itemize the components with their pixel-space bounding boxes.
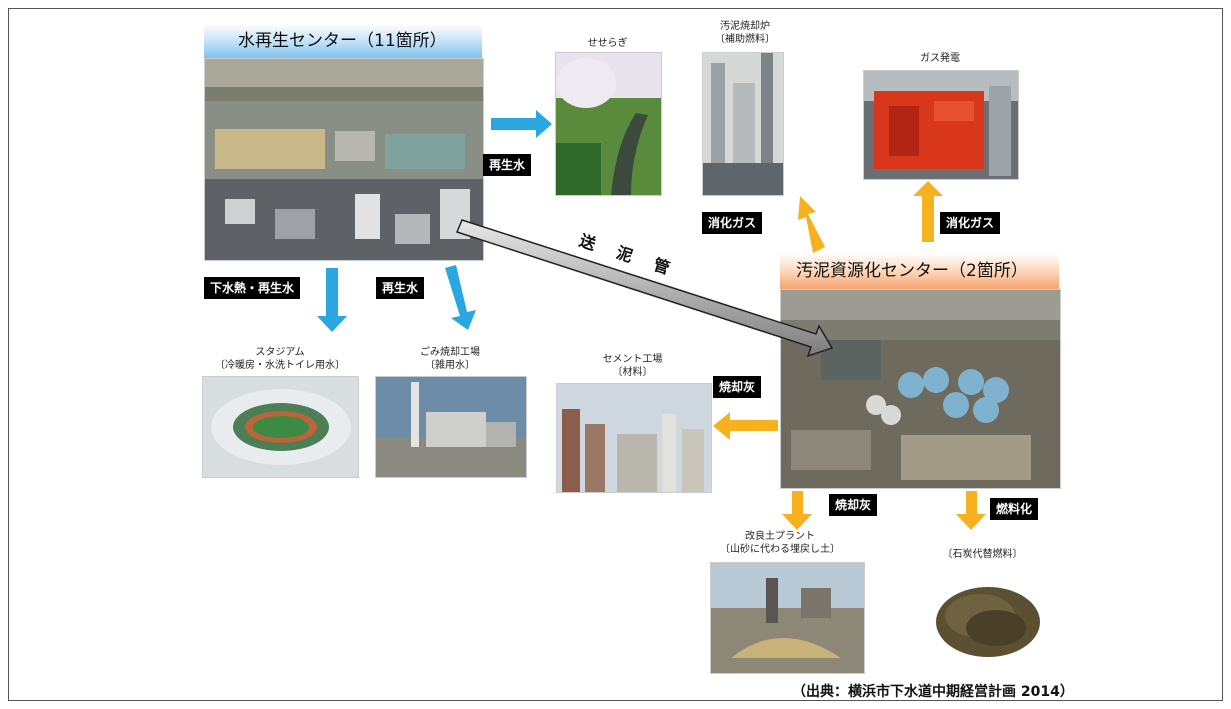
arrow-to-cement — [713, 412, 778, 440]
arrow-to-gas-power — [913, 181, 943, 242]
stream-photo — [555, 52, 662, 196]
sludge-center-title: 汚泥資源化センター（2箇所） — [780, 253, 1059, 289]
waste-plant-photo — [375, 376, 527, 478]
arrow-to-waste-plant — [445, 265, 476, 330]
stadium-caption-1: スタジアム — [255, 347, 305, 358]
soil-plant-caption-2: 〔山砂に代わる埋戻し土〕 — [720, 544, 840, 555]
arrow-to-soil-plant — [782, 491, 812, 530]
arrow-to-stadium — [317, 268, 347, 332]
water-center-title: 水再生センター（11箇所） — [204, 24, 482, 58]
incinerator-photo — [702, 52, 784, 196]
waste-plant-caption-1: ごみ焼却工場 — [420, 347, 480, 358]
waste-plant-caption-2: 〔雑用水〕 — [425, 360, 475, 371]
label-ash-cement: 焼却灰 — [713, 376, 762, 398]
soil-plant-caption-1: 改良土プラント — [745, 531, 815, 542]
label-fuel: 燃料化 — [990, 498, 1039, 520]
label-reclaimed-water-2: 再生水 — [376, 277, 425, 299]
source-credit: （出典：横浜市下水道中期経営計画 2014） — [792, 684, 1074, 700]
incinerator-caption-1: 汚泥焼却炉 — [720, 21, 770, 32]
stadium-caption-2: 〔冷暖房・水洗トイレ用水〕 — [215, 360, 345, 371]
water-center-photo — [204, 58, 484, 261]
label-digestion-gas-2: 消化ガス — [940, 212, 1001, 234]
sludge-center-photo — [780, 289, 1061, 489]
arrow-to-coal — [956, 491, 986, 530]
arrow-to-stream — [491, 110, 552, 138]
coal-photo — [918, 572, 1060, 668]
cement-caption-1: セメント工場 — [602, 354, 663, 365]
sludge-pipe-arrow — [455, 219, 834, 358]
arrow-to-incinerator — [798, 196, 825, 253]
gas-power-photo — [863, 70, 1019, 180]
incinerator-caption-2: 〔補助燃料〕 — [715, 34, 775, 45]
label-digestion-gas-1: 消化ガス — [702, 212, 763, 234]
soil-plant-photo — [710, 562, 865, 674]
gas-power-caption: ガス発電 — [920, 53, 960, 64]
figure-frame — [8, 8, 1223, 701]
coal-caption: 〔石炭代替燃料〕 — [942, 549, 1023, 560]
label-reclaimed-water-1: 再生水 — [483, 154, 532, 176]
label-ash-soil: 焼却灰 — [829, 494, 878, 516]
cement-photo — [556, 383, 712, 493]
stadium-photo — [202, 376, 359, 478]
cement-caption-2: 〔材料〕 — [612, 367, 653, 378]
label-sewage-heat: 下水熱・再生水 — [204, 277, 301, 299]
stream-caption: せせらぎ — [587, 38, 628, 49]
